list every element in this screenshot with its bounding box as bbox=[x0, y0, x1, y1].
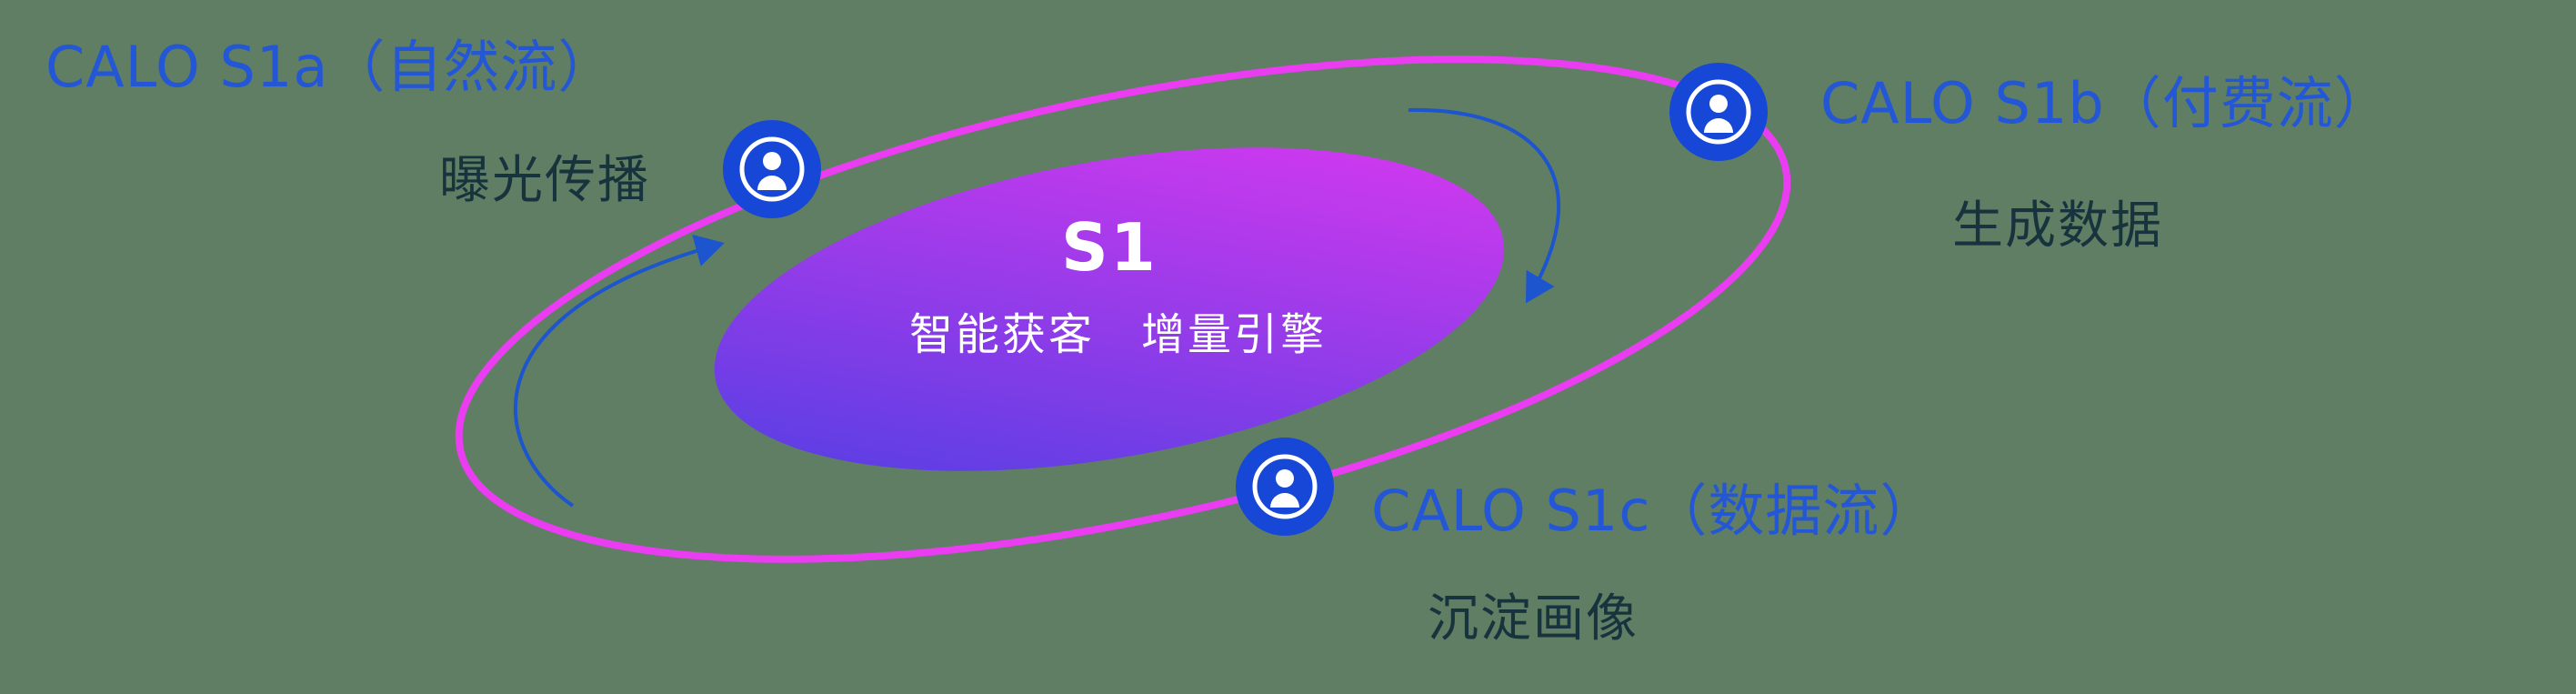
core-ellipse bbox=[714, 147, 1505, 471]
user-icon bbox=[1236, 438, 1334, 536]
user-icon bbox=[723, 120, 821, 218]
node-s1b-subtitle: 生成数据 bbox=[1952, 196, 2163, 256]
core-label-group: S1 智能获客 增量引擎 bbox=[909, 209, 1328, 362]
user-icon bbox=[1669, 63, 1768, 161]
orbit-ellipse bbox=[455, 55, 1791, 563]
node-s1a-title: CALO S1a（自然流） bbox=[45, 34, 616, 100]
flow-arrow-left bbox=[514, 234, 725, 508]
node-s1c-title: CALO S1c（数据流） bbox=[1371, 478, 1938, 544]
node-s1a-subtitle: 曝光传播 bbox=[439, 151, 650, 210]
node-s1c-subtitle: 沉淀画像 bbox=[1428, 589, 1639, 649]
node-s1b-title: CALO S1b（付费流） bbox=[1820, 70, 2391, 136]
core-subtitle: 智能获客 增量引擎 bbox=[909, 309, 1328, 360]
core-title: S1 bbox=[1061, 209, 1158, 286]
flow-arrow-right bbox=[1408, 107, 1561, 304]
